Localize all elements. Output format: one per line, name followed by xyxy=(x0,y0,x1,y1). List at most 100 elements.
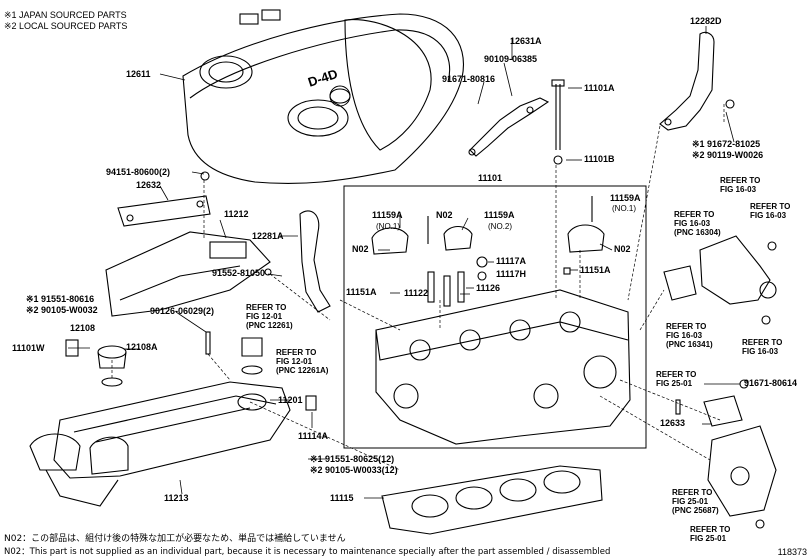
engine-cover-12611 xyxy=(182,9,464,185)
label-90105-W0033: ※2 90105-W0033(12) xyxy=(310,465,398,475)
oil-filler-cap-12108 xyxy=(65,339,127,387)
refer-fig-16-03-e[interactable]: REFER TO FIG 16-03 xyxy=(742,338,782,356)
label-90109-06385: 90109-06385 xyxy=(484,54,538,64)
refer-line: FIG 25-01 xyxy=(672,497,709,507)
label-91672-81025: ※1 91672-81025 xyxy=(692,139,761,149)
refer-fig-25-01-b[interactable]: REFER TO FIG 25-01 (PNC 25687) xyxy=(672,488,719,516)
refer-line: FIG 16-03 xyxy=(720,185,757,195)
refer-line: REFER TO xyxy=(674,210,715,219)
refer-line: REFER TO xyxy=(720,176,761,185)
cylinder-head-11101 xyxy=(375,289,631,445)
footnote-english: N02：This part is not supplied as an indi… xyxy=(4,547,611,557)
gauge-guide-12281A xyxy=(299,210,331,313)
valve-parts xyxy=(427,256,571,307)
label-N02-left: N02 xyxy=(352,244,369,254)
label-94151-80600: 94151-80600(2) xyxy=(106,167,171,177)
toyota-emblem-icon xyxy=(329,85,351,107)
label-11122: 11122 xyxy=(404,288,429,298)
refer-line: FIG 12-01 xyxy=(246,312,283,322)
label-90119-W0026: ※2 90119-W0026 xyxy=(692,150,764,160)
cylinder-head-box xyxy=(343,185,647,449)
label-11114A: 11114A xyxy=(298,431,329,441)
label-11159A-mid: 11159A xyxy=(484,210,515,220)
label-11159A-right-sub: (NO.1) xyxy=(612,204,636,213)
label-12611: 12611 xyxy=(126,69,151,79)
label-11101W: 11101W xyxy=(12,343,45,353)
refer-fig-16-03-a[interactable]: REFER TO FIG 16-03 xyxy=(720,176,760,194)
refer-line: FIG 12-01 xyxy=(276,357,313,367)
cover-11212 xyxy=(105,231,272,317)
refer-line: REFER TO xyxy=(750,202,791,211)
label-12282D: 12282D xyxy=(690,16,722,26)
refer-line: REFER TO xyxy=(246,303,287,312)
logo-text: D-4D xyxy=(306,66,339,90)
figure-number: 118373 xyxy=(777,547,807,557)
refer-line: REFER TO xyxy=(672,488,713,497)
label-11159A-left-sub: (NO.1) xyxy=(376,222,400,231)
refer-line: REFER TO xyxy=(666,322,707,331)
footnote-japanese: N02：この部品は、組付け後の特殊な加工が必要なため、単品では補給していません xyxy=(4,534,346,544)
bracket-12282D xyxy=(659,31,735,131)
refer-fig-12-01-a[interactable]: REFER TO FIG 12-01 (PNC 12261) xyxy=(246,303,293,331)
label-11159A-right: 11159A xyxy=(610,193,641,203)
refer-fig-16-03-c[interactable]: REFER TO FIG 16-03 (PNC 16304) xyxy=(674,210,721,238)
water-outlet xyxy=(663,235,777,325)
label-12632: 12632 xyxy=(136,180,162,190)
refer-line: REFER TO xyxy=(742,338,783,347)
label-N02-right: N02 xyxy=(614,244,631,254)
label-12108A: 12108A xyxy=(126,342,158,352)
bearing-cap-mid xyxy=(427,216,473,251)
refer-line: FIG 16-03 xyxy=(674,219,711,229)
label-91552-81050: 91552-81050 xyxy=(212,268,266,278)
refer-line: FIG 16-03 xyxy=(666,331,703,341)
refer-fig-12-01-b[interactable]: REFER TO FIG 12-01 (PNC 12261A) xyxy=(276,348,328,376)
label-11151A-right: 11151A xyxy=(580,265,611,275)
label-11117A: 11117A xyxy=(496,256,527,266)
label-11213: 11213 xyxy=(164,493,189,503)
refer-fig-25-01-c[interactable]: REFER TO FIG 25-01 xyxy=(690,525,730,543)
refer-line: REFER TO xyxy=(656,370,697,379)
label-11151A-left: 11151A xyxy=(346,287,377,297)
label-11201: 11201 xyxy=(278,395,303,405)
label-11159A-mid-sub: (NO.2) xyxy=(488,222,512,231)
refer-line: FIG 25-01 xyxy=(656,379,693,389)
label-11126: 11126 xyxy=(476,283,501,293)
label-12631A: 12631A xyxy=(510,36,542,46)
note-japan-sourced: ※1 JAPAN SOURCED PARTS xyxy=(4,10,127,20)
label-90105-W0032: ※2 90105-W0032 xyxy=(26,305,98,315)
refer-line: REFER TO xyxy=(690,525,731,534)
label-N02-top: N02 xyxy=(436,210,453,220)
refer-line: (PNC 12261) xyxy=(246,321,293,331)
note-local-sourced: ※2 LOCAL SOURCED PARTS xyxy=(4,21,128,31)
label-11159A-left: 11159A xyxy=(372,210,403,220)
refer-line: (PNC 16304) xyxy=(674,228,721,238)
refer-fig-25-01-a[interactable]: REFER TO FIG 25-01 xyxy=(656,370,696,388)
refer-fig-16-03-b[interactable]: REFER TO FIG 16-03 xyxy=(750,202,790,220)
label-11101A: 11101A xyxy=(584,83,615,93)
label-12108: 12108 xyxy=(70,323,96,333)
bearing-cap-left xyxy=(371,227,409,255)
label-90126-06029: 90126-06029(2) xyxy=(150,306,215,316)
refer-line: FIG 16-03 xyxy=(750,211,787,221)
label-11117H: 11117H xyxy=(496,269,527,279)
label-91551-80625: ※1 91551-80625(12) xyxy=(310,454,395,464)
label-11101: 11101 xyxy=(478,173,503,183)
bearing-cap-right xyxy=(567,196,605,253)
refer-line: FIG 25-01 xyxy=(690,534,727,544)
label-11101B: 11101B xyxy=(584,154,615,164)
refer-line: FIG 16-03 xyxy=(742,347,779,357)
label-11115: 11115 xyxy=(330,493,354,503)
head-cover-11201 xyxy=(29,381,291,507)
refer-line: (PNC 12261A) xyxy=(276,366,329,376)
label-12633: 12633 xyxy=(660,418,686,428)
refer-line: REFER TO xyxy=(276,348,317,357)
refer-fig-16-03-d[interactable]: REFER TO FIG 16-03 (PNC 16341) xyxy=(666,322,713,350)
refer-line: (PNC 16341) xyxy=(666,340,713,350)
label-12281A: 12281A xyxy=(252,231,284,241)
label-91551-80616: ※1 91551-80616 xyxy=(26,294,95,304)
refer-line: (PNC 25687) xyxy=(672,506,719,516)
bracket-12633 xyxy=(675,379,777,529)
label-91671-80816: 91671-80816 xyxy=(442,74,496,84)
stud-11101A xyxy=(551,79,565,165)
bracket-12631A xyxy=(468,97,550,157)
